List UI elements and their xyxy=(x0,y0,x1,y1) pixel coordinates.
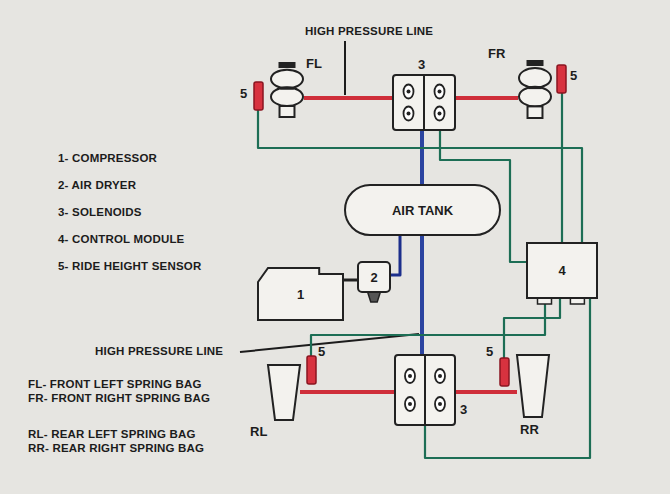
callout-number: 5 xyxy=(486,344,493,359)
air-pipe xyxy=(390,235,400,275)
legend-text: FL- FRONT LEFT SPRING BAG xyxy=(28,377,202,391)
callout-number: 5 xyxy=(318,344,325,359)
spring-bag: RL xyxy=(268,365,300,420)
signal-wire xyxy=(504,298,560,358)
part-label: RR xyxy=(520,422,539,437)
line-label: HIGH PRESSURE LINE xyxy=(95,344,223,358)
air-spring-symbol xyxy=(518,60,552,118)
legend-text: RR- REAR RIGHT SPRING BAG xyxy=(28,441,204,455)
part-label: RL xyxy=(250,424,267,439)
legend-text: FR- FRONT RIGHT SPRING BAG xyxy=(28,391,210,405)
leader-line xyxy=(344,41,346,95)
sensor-symbol xyxy=(557,65,566,93)
ride-height-sensor: 5 xyxy=(254,82,263,110)
legend-text: 4- CONTROL MODULE xyxy=(58,232,185,246)
part-label: AIR TANK xyxy=(392,203,453,218)
high-pressure-line xyxy=(420,235,424,355)
leader-line xyxy=(240,334,419,352)
part-label: FL xyxy=(306,56,322,71)
callout-number: 2 xyxy=(370,270,377,285)
high-pressure-line xyxy=(455,96,518,100)
solenoid-block: 3 xyxy=(395,355,455,425)
legend-text: 1- COMPRESSOR xyxy=(58,151,157,165)
spring-bag: FR xyxy=(518,60,552,118)
air-spring-symbol xyxy=(517,355,549,417)
callout-number: 4 xyxy=(558,263,565,278)
control-module: 4 xyxy=(527,243,597,298)
sensor-symbol xyxy=(254,82,263,110)
air-spring-symbol xyxy=(270,62,304,117)
high-pressure-line xyxy=(420,130,424,185)
callout-number: 1 xyxy=(297,287,304,302)
line-label: HIGH PRESSURE LINE xyxy=(305,24,433,38)
high-pressure-line xyxy=(300,390,395,394)
sensor-symbol xyxy=(307,356,316,384)
ride-height-sensor: 5 xyxy=(500,358,509,386)
callout-number: 5 xyxy=(570,68,577,83)
ride-height-sensor: 5 xyxy=(557,65,566,93)
legend-text: 5- RIDE HEIGHT SENSOR xyxy=(58,259,202,273)
high-pressure-line xyxy=(455,390,517,394)
legend-text: 3- SOLENOIDS xyxy=(58,205,142,219)
callout-number: 3 xyxy=(460,402,467,417)
spring-bag: RR xyxy=(517,355,549,417)
solenoid-block: 3 xyxy=(393,75,455,130)
legend-text: RL- REAR LEFT SPRING BAG xyxy=(28,427,196,441)
signal-wire xyxy=(561,93,563,243)
sensor-symbol xyxy=(500,358,509,386)
callout-number: 5 xyxy=(240,86,247,101)
solenoid-symbol xyxy=(393,75,455,130)
air-pipe xyxy=(343,279,358,282)
air-spring-symbol xyxy=(268,365,300,420)
air-tank: AIR TANK xyxy=(345,185,500,235)
spring-bag: FL xyxy=(270,62,304,117)
callout-number: 3 xyxy=(418,57,425,72)
part-label: FR xyxy=(488,46,505,61)
air-dryer: 2 xyxy=(358,262,390,292)
legend-text: 2- AIR DRYER xyxy=(58,178,136,192)
signal-wire xyxy=(311,298,545,356)
compressor: 1 xyxy=(258,268,343,320)
solenoid-symbol xyxy=(395,355,455,425)
high-pressure-line xyxy=(304,96,393,100)
ride-height-sensor: 5 xyxy=(307,356,316,384)
